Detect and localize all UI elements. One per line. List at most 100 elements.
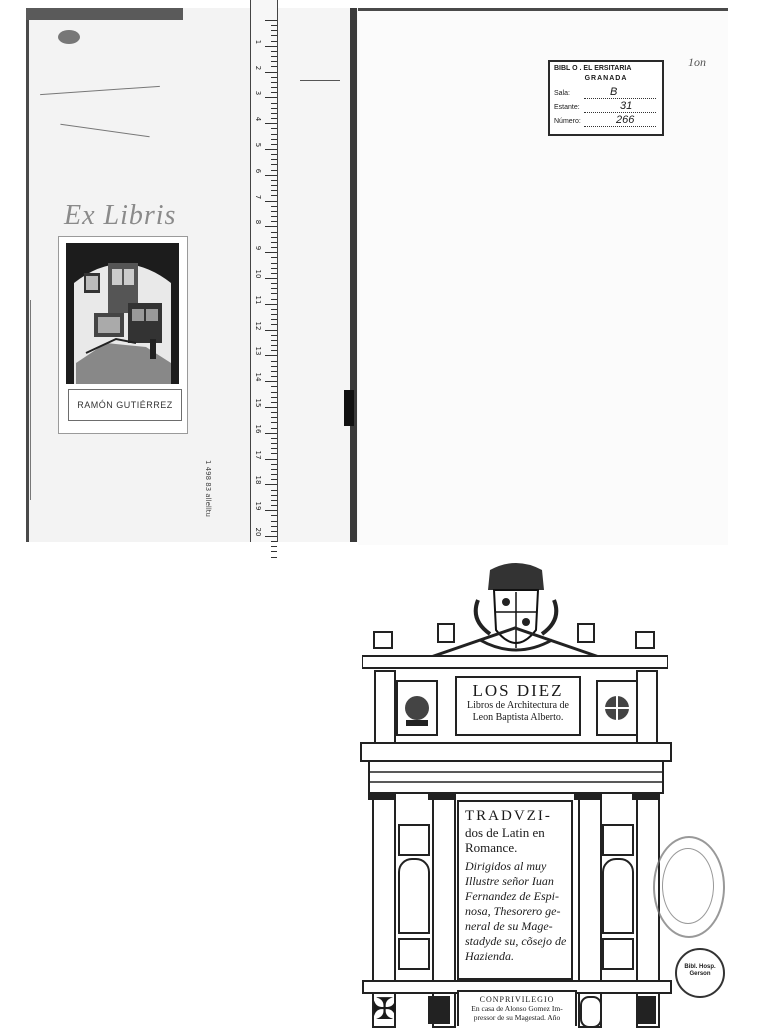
ruler-tick xyxy=(271,25,277,27)
ornament-block xyxy=(428,996,450,1024)
ruler-tick xyxy=(271,334,277,336)
ruler-tick xyxy=(271,247,277,249)
ruler-tick xyxy=(271,314,277,316)
ruler-tick xyxy=(271,417,277,419)
stamp-line: Bibl. Hosp. xyxy=(684,964,716,970)
ruler-tick xyxy=(265,278,277,279)
ruler-tick xyxy=(265,355,277,357)
dedication-line: stadyde su, cõsejo de xyxy=(465,934,567,948)
ruler-tick xyxy=(271,308,277,310)
ruler-tick xyxy=(271,448,277,450)
ruler-tick xyxy=(271,35,277,37)
library-sala-label: Sala: xyxy=(554,90,570,97)
upper-panel-right xyxy=(596,680,638,736)
ruler-tick xyxy=(265,149,277,150)
ruler-tick xyxy=(271,541,277,543)
upper-pillar-right xyxy=(636,670,658,746)
imprint-line: En casa de Alonso Gomez Im- xyxy=(471,1004,563,1013)
ruler-tick xyxy=(271,76,277,78)
ruler-tick xyxy=(271,40,277,42)
library-numero-value: 266 xyxy=(616,114,635,126)
imprint-panel: CONPRIVILEGIO En casa de Alonso Gomez Im… xyxy=(457,990,577,1026)
ruler-tick xyxy=(265,123,277,125)
ruler-number: 11 xyxy=(254,295,262,305)
ruler-number: 19 xyxy=(254,501,262,511)
ruler-number: 12 xyxy=(254,321,262,331)
ruler-tick xyxy=(271,370,277,372)
ruler-number: 8 xyxy=(254,220,262,225)
niche-arch-left xyxy=(398,858,430,934)
book-spine-gap xyxy=(278,8,358,542)
title-main: LOS DIEZ xyxy=(472,681,564,700)
imprint-line: pressor de su Magestad. Año xyxy=(473,1013,561,1022)
dedication-line: Hazienda. xyxy=(465,949,514,963)
ruler-tick xyxy=(271,298,277,300)
ruler-tick xyxy=(265,381,277,383)
upper-panel-left xyxy=(396,680,438,736)
spine-edge xyxy=(350,8,357,542)
ruler-tick xyxy=(271,551,277,553)
ruler-tick xyxy=(271,530,277,532)
imprint-privilege: CONPRIVILEGIO xyxy=(479,995,555,1004)
ruler-tick xyxy=(265,45,277,47)
ruler-tick xyxy=(271,360,277,362)
ruler-number: 17 xyxy=(254,450,262,460)
ruler-number: 15 xyxy=(254,398,262,408)
ruler-tick xyxy=(271,30,277,32)
ruler-tick xyxy=(271,437,277,439)
ruler-tick xyxy=(271,216,277,218)
library-numero-label: Número: xyxy=(554,118,581,125)
ruler-tick xyxy=(265,458,277,460)
ruler-tick xyxy=(271,128,277,130)
niche-panel xyxy=(602,938,634,970)
ruler-tick xyxy=(271,468,277,470)
ruler-tick xyxy=(271,133,277,135)
ruler-tick xyxy=(271,422,277,424)
capital xyxy=(632,792,660,800)
niche-panel xyxy=(602,824,634,856)
ruler-tick xyxy=(265,510,277,512)
ruler-tick xyxy=(271,143,277,145)
ruler-number: 1 xyxy=(254,39,262,45)
ruler-tick xyxy=(271,525,277,527)
ruler-tick xyxy=(271,102,277,104)
ruler-tick xyxy=(265,200,277,202)
ruler-tick xyxy=(271,50,277,52)
ruler-tick xyxy=(265,252,277,254)
spine-mark xyxy=(300,80,340,81)
ruler-tick xyxy=(271,345,277,347)
ruler-number: 6 xyxy=(254,168,262,174)
ruler-tick xyxy=(271,293,277,295)
ruler-tick xyxy=(271,324,277,326)
library-estante-value: 31 xyxy=(620,100,633,112)
title-cartouche: LOS DIEZ Libros de Architectura de Leon … xyxy=(455,676,581,736)
niche-arch-right xyxy=(602,858,634,934)
ruler-number: 10 xyxy=(254,269,262,279)
ruler-tick xyxy=(271,159,277,161)
capital xyxy=(428,792,456,800)
ruler-number: 16 xyxy=(254,424,262,434)
ruler-number: 9 xyxy=(254,245,262,251)
ruler-tick xyxy=(271,365,277,367)
library-oval-stamp xyxy=(653,836,725,938)
ruler-tick xyxy=(265,329,277,331)
bookplate-owner-name: RAMÓN GUTIÉRREZ xyxy=(68,389,182,421)
ruler-tick xyxy=(271,443,277,445)
ruler-tick xyxy=(271,391,277,393)
ruler-tick xyxy=(271,453,277,455)
ruler-tick xyxy=(271,154,277,156)
ruler-number: 5 xyxy=(254,142,262,148)
pediment xyxy=(361,618,669,672)
ruler-tick xyxy=(271,288,277,290)
title-romance: Romance. xyxy=(465,840,518,855)
ruler-tick xyxy=(271,350,277,352)
ruler-tick xyxy=(265,226,277,228)
entablature xyxy=(360,742,672,762)
handwritten-note: 1on xyxy=(688,55,706,69)
ruler-tick xyxy=(271,257,277,259)
round-stamp-text: Bibl. Hosp. Gerson xyxy=(677,964,723,978)
ruler-tick xyxy=(271,205,277,207)
library-label-line2: GRANADA xyxy=(584,75,628,82)
ruler-tick xyxy=(265,71,277,73)
dedication-line: Fernandez de Espi- xyxy=(465,889,559,903)
